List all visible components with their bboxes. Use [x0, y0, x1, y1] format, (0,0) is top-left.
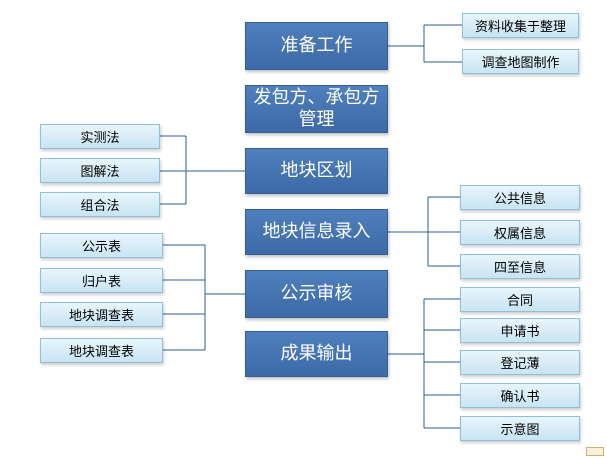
entry-child-1-label: 权属信息	[493, 227, 546, 242]
entry-child-2: 四至信息	[460, 254, 580, 279]
connector-review	[163, 244, 245, 351]
output-child-1: 申请书	[460, 318, 580, 343]
node-entry: 地块信息录入	[245, 209, 388, 255]
output-child-4-label: 示意图	[500, 423, 540, 438]
entry-child-2-label: 四至信息	[493, 261, 546, 276]
output-child-3-label: 确认书	[500, 390, 540, 405]
corner-handle-icon	[586, 447, 604, 456]
node-plot: 地块区划	[245, 148, 388, 194]
entry-child-0-label: 公共信息	[493, 192, 546, 207]
connector-output	[388, 298, 460, 429]
review-child-2: 地块调查表	[40, 302, 163, 327]
review-child-3-label: 地块调查表	[68, 345, 134, 360]
plot-child-1-label: 图解法	[80, 165, 120, 180]
entry-child-1: 权属信息	[460, 220, 580, 245]
node-output: 成果输出	[245, 331, 388, 377]
review-child-0: 公示表	[40, 233, 163, 258]
prep-child-0-label: 资料收集于整理	[474, 20, 566, 35]
node-review-label: 公示审核	[280, 283, 353, 304]
plot-child-2: 组合法	[40, 192, 160, 217]
output-child-0: 合同	[460, 287, 580, 312]
plot-child-0: 实测法	[40, 124, 160, 149]
output-child-4: 示意图	[460, 416, 580, 441]
prep-child-1-label: 调查地图制作	[481, 56, 560, 71]
connector-entry	[388, 196, 460, 267]
output-child-1-label: 申请书	[500, 325, 540, 340]
review-child-1: 归户表	[40, 268, 163, 293]
node-output-label: 成果输出	[280, 343, 353, 364]
connector-prep	[388, 24, 462, 63]
review-child-2-label: 地块调查表	[68, 309, 134, 324]
plot-child-1: 图解法	[40, 158, 160, 183]
node-contract-label: 发包方、承包方 管理	[253, 87, 380, 130]
output-child-2: 登记薄	[460, 350, 580, 375]
output-child-2-label: 登记薄	[500, 357, 540, 372]
review-child-1-label: 归户表	[81, 275, 121, 290]
prep-child-1: 调查地图制作	[462, 49, 579, 74]
review-child-0-label: 公示表	[81, 240, 121, 255]
node-prep: 准备工作	[245, 22, 388, 70]
connector-plot	[160, 135, 245, 205]
plot-child-2-label: 组合法	[80, 199, 120, 214]
node-plot-label: 地块区划	[280, 160, 353, 181]
plot-child-0-label: 实测法	[80, 131, 120, 146]
review-child-3: 地块调查表	[40, 338, 163, 363]
node-review: 公示审核	[245, 270, 388, 318]
output-child-0-label: 合同	[506, 294, 533, 309]
node-prep-label: 准备工作	[280, 35, 353, 56]
output-child-3: 确认书	[460, 383, 580, 408]
prep-child-0: 资料收集于整理	[462, 13, 579, 38]
node-entry-label: 地块信息录入	[262, 221, 371, 242]
entry-child-0: 公共信息	[460, 185, 580, 210]
node-contract: 发包方、承包方 管理	[245, 85, 388, 133]
